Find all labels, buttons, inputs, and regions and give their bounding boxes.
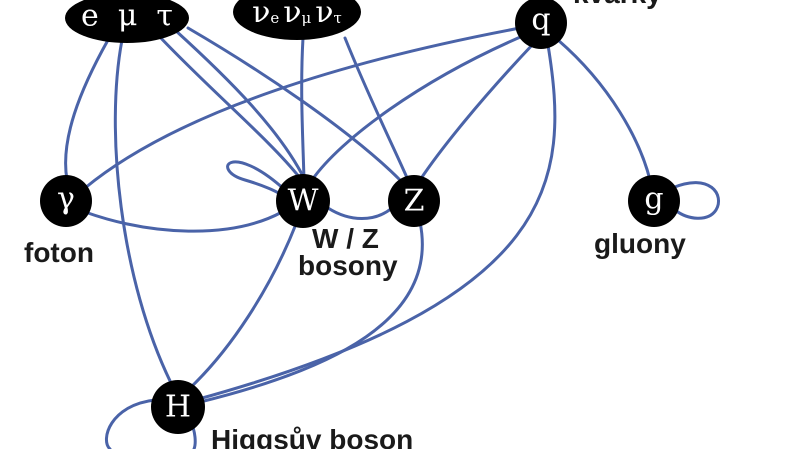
edge-gluon-self-loop [670, 181, 721, 220]
edge-quarks-photon [83, 26, 522, 190]
z-boson-label: Z [404, 184, 425, 219]
edge-leptons-photon [64, 38, 110, 182]
edge-w-higgs [188, 222, 298, 390]
edge-z-higgs [198, 220, 424, 404]
neutrino-tau-subscript: τ [334, 9, 342, 27]
interaction-edges [64, 26, 721, 449]
edge-leptons-higgs [113, 38, 174, 387]
edge-leptons-w-left [156, 33, 302, 180]
leptons-node: e μ τ [65, 0, 189, 43]
photon-label: γ [57, 182, 75, 217]
neutrino-tau-symbol: ν [315, 0, 333, 30]
edge-leptons-z [186, 26, 402, 182]
edge-w-self-loop [226, 160, 287, 200]
neutrino-mu-symbol: ν [283, 0, 301, 30]
edge-neutrinos-z [343, 36, 410, 182]
quarks-caption: kvarky [573, 0, 662, 9]
photon-node: γ [40, 175, 92, 227]
quarks-label: q [531, 3, 550, 38]
edge-leptons-w-right [173, 28, 307, 182]
higgs-label: H [165, 390, 191, 425]
photon-caption: foton [24, 237, 94, 268]
edge-higgs-self-loop [105, 398, 157, 449]
neutrino-e-symbol: ν [252, 0, 270, 30]
edge-quarks-z [418, 40, 537, 182]
wz-caption-line2: bosony [298, 250, 398, 281]
quarks-node: q [515, 0, 567, 49]
edge-quarks-higgs [193, 43, 557, 402]
neutrino-mu-subscript: μ [302, 9, 312, 27]
z-boson-node: Z [388, 175, 440, 227]
gluon-node: g [628, 175, 680, 227]
edge-quarks-gluon [556, 38, 652, 182]
gluon-caption: gluony [594, 228, 686, 259]
leptons-label: e μ τ [81, 0, 173, 34]
neutrino-e-subscript: e [270, 9, 279, 27]
edge-neutrinos-w [300, 36, 306, 182]
w-boson-node: W [276, 174, 330, 228]
gluon-label: g [644, 182, 663, 217]
w-boson-label: W [288, 184, 319, 219]
edge-photon-w [83, 210, 284, 233]
higgs-node: H [151, 380, 205, 434]
higgs-caption: Higgsův boson [211, 424, 413, 449]
wz-caption-line1: W / Z [312, 223, 379, 254]
edge-quarks-w [310, 33, 527, 182]
edge-w-z [326, 206, 394, 220]
